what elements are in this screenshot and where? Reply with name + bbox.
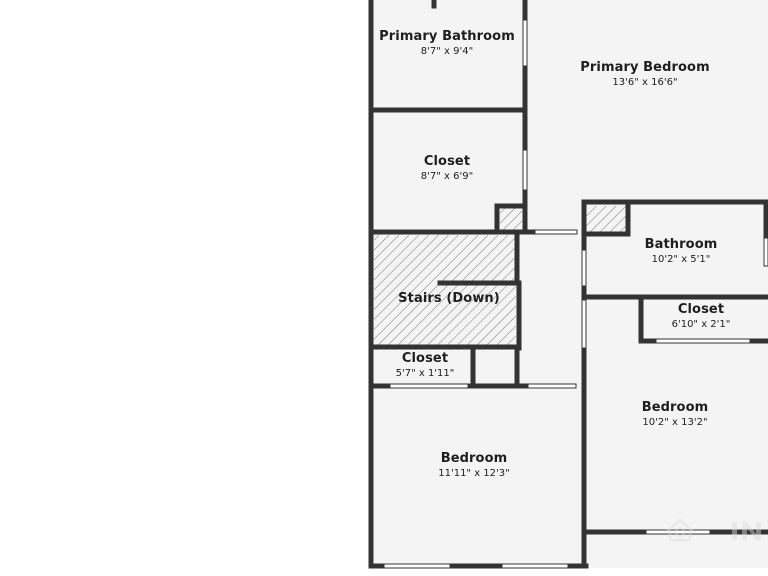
room-closet-primary: Closet 8'7" x 6'9"	[372, 154, 522, 184]
room-dimensions: 8'7" x 9'4"	[420, 46, 474, 58]
room-dimensions: 6'10" x 2'1"	[671, 319, 731, 331]
room-name: Bathroom	[644, 237, 718, 252]
room-bedroom-left: Bedroom 11'11" x 12'3"	[384, 451, 564, 481]
room-name: Closet	[677, 302, 725, 317]
room-name: Bedroom	[440, 451, 508, 466]
shaft-hatch-left	[500, 208, 522, 230]
room-name: Primary Bedroom	[580, 60, 710, 75]
room-closet-small: Closet 5'7" x 1'11"	[374, 351, 476, 381]
room-primary-bedroom: Primary Bedroom 13'6" x 16'6"	[540, 60, 750, 90]
shaft-hatch-right	[586, 206, 628, 232]
stairs-hatch	[374, 235, 516, 345]
room-name: Closet	[401, 351, 449, 366]
room-dimensions: 10'2" x 5'1"	[651, 254, 711, 266]
room-bathroom: Bathroom 10'2" x 5'1"	[601, 237, 761, 267]
openings	[383, 19, 768, 569]
room-dimensions: 11'11" x 12'3"	[438, 468, 510, 480]
room-stairs: Stairs (Down)	[374, 291, 524, 307]
room-dimensions: 8'7" x 6'9"	[420, 171, 474, 183]
room-name: Closet	[423, 154, 471, 169]
room-closet-right: Closet 6'10" x 2'1"	[645, 302, 757, 332]
room-name: Primary Bathroom	[379, 29, 515, 44]
room-name: Stairs (Down)	[398, 291, 500, 306]
room-dimensions: 5'7" x 1'11"	[395, 368, 455, 380]
room-primary-bathroom: Primary Bathroom 8'7" x 9'4"	[372, 29, 522, 59]
room-name: Bedroom	[641, 400, 709, 415]
room-dimensions: 10'2" x 13'2"	[642, 417, 708, 429]
room-bedroom-right: Bedroom 10'2" x 13'2"	[600, 400, 750, 430]
watermark-logo-icon	[665, 518, 761, 542]
room-dimensions: 13'6" x 16'6"	[612, 77, 678, 89]
